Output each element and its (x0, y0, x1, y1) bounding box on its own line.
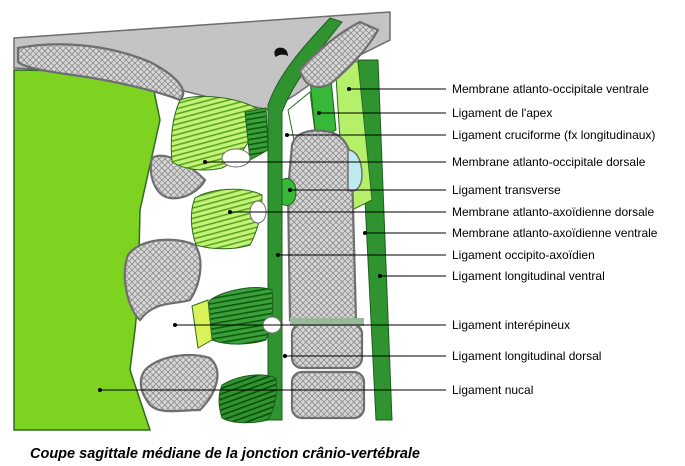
label-membrane-atlanto-occipitale-dorsale: Membrane atlanto-occipitale dorsale (452, 155, 646, 169)
dark-ligament-upper (244, 107, 269, 161)
leader-lines (98, 87, 446, 392)
label-ligament-cruciforme: Ligament cruciforme (fx longitudinaux) (452, 128, 655, 142)
dens-axis (286, 129, 358, 322)
label-membrane-atlanto-axoidienne-ventrale: Membrane atlanto-axoïdienne ventrale (452, 226, 658, 240)
label-membrane-atlanto-axoidienne-dorsale: Membrane atlanto-axoïdienne dorsale (452, 205, 654, 219)
interspinous-ligament (206, 287, 274, 345)
label-ligament-longitudinal-dorsal: Ligament longitudinal dorsal (452, 349, 601, 363)
vertebral-body-c4 (290, 370, 366, 420)
yellow-ligament (191, 299, 213, 349)
label-ligament-nucal: Ligament nucal (452, 383, 533, 397)
foramen-notch-icon (274, 47, 288, 57)
label-ligament-longitudinal-ventral: Ligament longitudinal ventral (452, 269, 605, 283)
atlanto-axial-dorsal-membrane (190, 188, 263, 250)
label-membrane-atlanto-occipitale-ventrale: Membrane atlanto-occipitale ventrale (452, 82, 649, 96)
label-ligament-apex: Ligament de l'apex (452, 106, 552, 120)
spinous-process-c2 (123, 238, 202, 322)
atlas-anterior-arch (347, 149, 363, 192)
intervertebral-disc (290, 318, 364, 326)
clivus-bone (298, 20, 380, 89)
interspinous-ligament-lower (218, 374, 277, 424)
spinous-process-c3 (139, 354, 219, 413)
label-ligament-interepineux: Ligament interépineux (452, 318, 570, 332)
label-ligament-transverse: Ligament transverse (452, 183, 561, 197)
vertebral-body-c3 (290, 322, 364, 370)
canal-opening-1 (221, 148, 251, 168)
label-ligament-occipito-axoidien: Ligament occipito-axoïdien (452, 248, 595, 262)
figure-caption: Coupe sagittale médiane de la jonction c… (30, 446, 420, 462)
transverse-ligament (281, 178, 297, 206)
